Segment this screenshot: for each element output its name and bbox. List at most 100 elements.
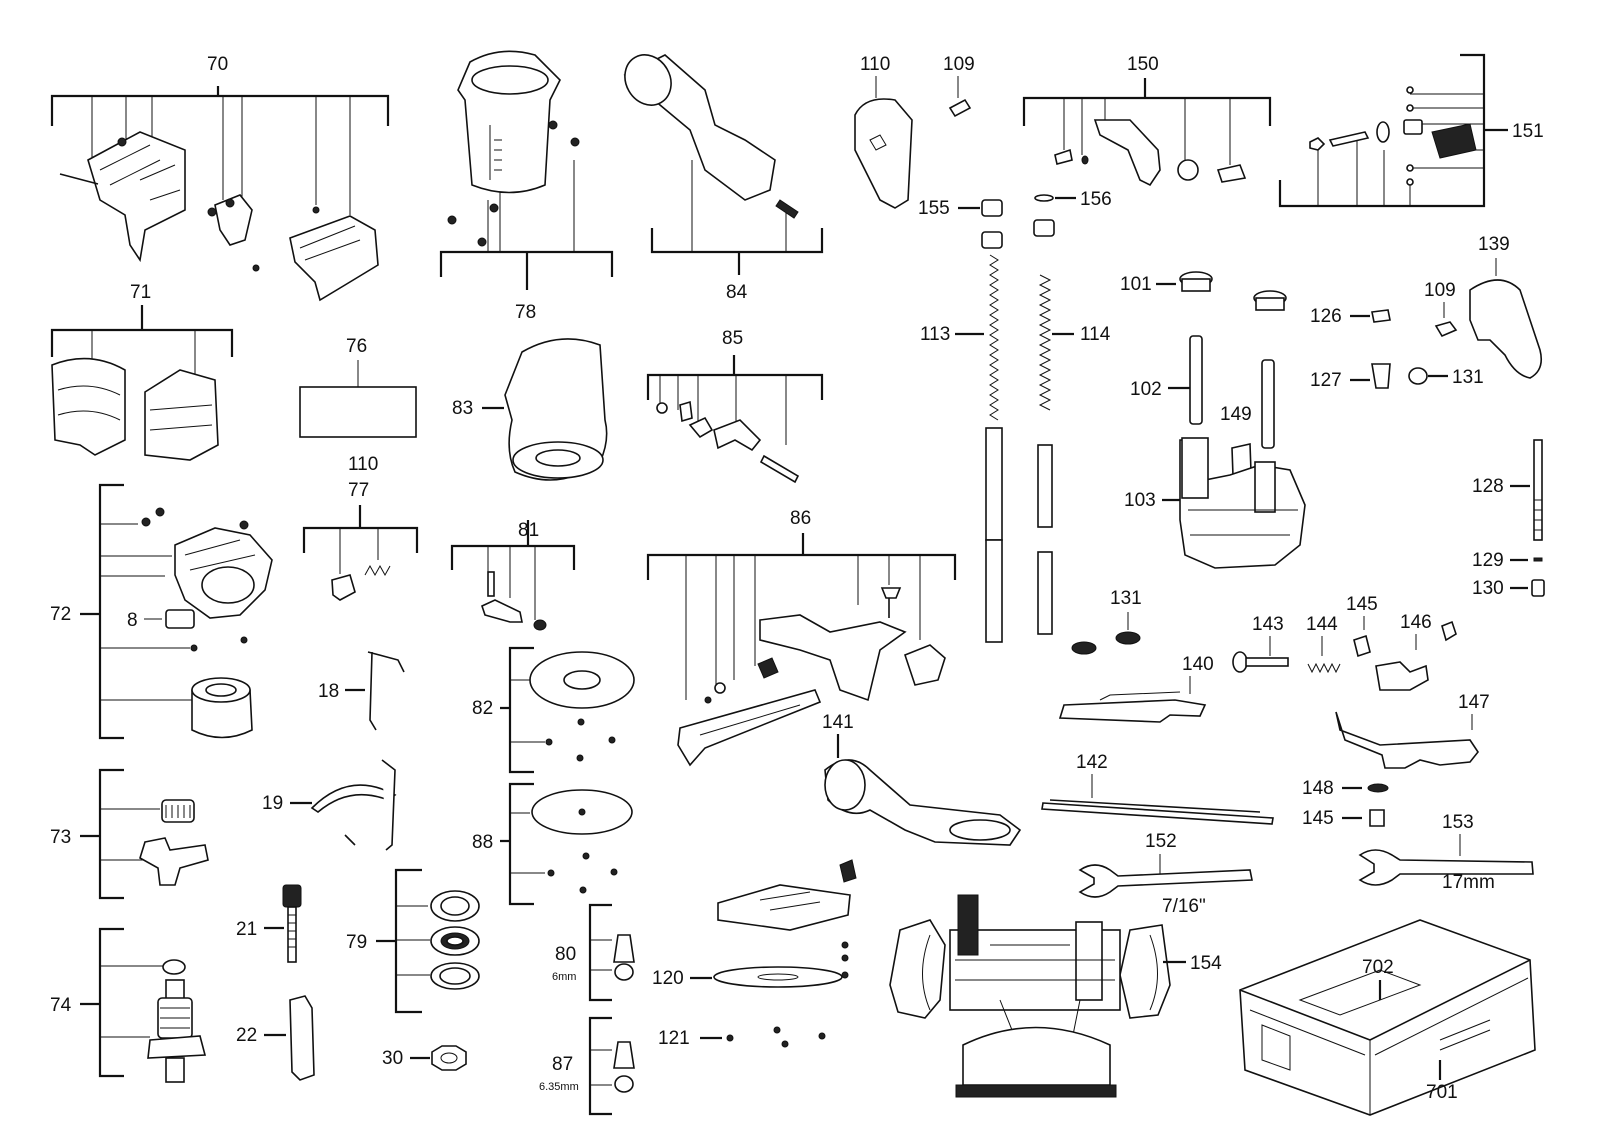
- part-153-wrench: [1358, 849, 1534, 886]
- part-30-nut: [431, 1045, 467, 1071]
- group-86: 86: [646, 508, 957, 767]
- label-80-size: 6mm: [552, 971, 576, 983]
- group-73: 73: [50, 768, 209, 900]
- part-152-wrench: [1078, 864, 1253, 898]
- label-84: 84: [726, 282, 748, 303]
- part-77-knob: [331, 574, 356, 601]
- label-149: 149: [1220, 404, 1252, 425]
- label-148: 148: [1302, 778, 1334, 799]
- group-87: 87 6.35mm: [539, 1016, 635, 1116]
- part-151-latch: [1431, 123, 1477, 159]
- part-143-bolt: [1232, 651, 1289, 673]
- label-70: 70: [207, 54, 228, 75]
- part-84-screw: [775, 199, 799, 219]
- part-70-clamp: [207, 194, 253, 246]
- group-77: 110 77: [302, 454, 419, 601]
- label-21: 21: [236, 919, 257, 940]
- part-139-handle: [1469, 279, 1543, 379]
- label-121: 121: [658, 1028, 690, 1049]
- part-101-cap-2: [1253, 290, 1287, 311]
- part-101-cap: [1179, 271, 1213, 292]
- group-70: 70: [50, 54, 390, 302]
- part-21-screw: [282, 884, 302, 963]
- label-83: 83: [452, 398, 473, 419]
- label-79: 79: [346, 932, 367, 953]
- part-18-wire-spring: [367, 651, 405, 731]
- part-701-carry-case: [1239, 919, 1536, 1116]
- part-86-edge-guide: [677, 614, 907, 767]
- label-152-size: 7/16": [1162, 896, 1206, 917]
- part-74-armature: [147, 979, 207, 1083]
- part-78-base-sleeve: [457, 50, 561, 194]
- label-71: 71: [130, 282, 151, 303]
- label-152: 152: [1145, 831, 1177, 852]
- part-110-knob-cover: [854, 98, 913, 209]
- part-80-collet: [613, 934, 635, 963]
- part-109-screw-right: [1434, 321, 1458, 338]
- group-79: 79: [346, 868, 480, 1014]
- part-113-spring: [989, 254, 999, 421]
- part-144-spring: [1307, 662, 1341, 674]
- group-72: 72 8: [50, 483, 273, 740]
- part-145-screw: [1353, 634, 1371, 658]
- part-79-bearing: [430, 890, 480, 922]
- label-87-size: 6.35mm: [539, 1081, 579, 1093]
- group-81: 81: [450, 520, 576, 631]
- label-8: 8: [127, 610, 138, 631]
- part-19-clamp-band: [310, 784, 397, 846]
- label-78: 78: [515, 302, 536, 323]
- part-22-clip: [289, 995, 315, 1081]
- label-147: 147: [1458, 692, 1490, 713]
- label-143: 143: [1252, 614, 1284, 635]
- label-150: 150: [1127, 54, 1159, 75]
- label-73: 73: [50, 827, 71, 848]
- part-114-spring: [1038, 274, 1052, 411]
- label-129: 129: [1472, 550, 1504, 571]
- group-151: 151: [1278, 53, 1544, 208]
- part-79-bearing-2: [430, 926, 480, 956]
- part-8-brush-holder: [165, 609, 195, 629]
- label-155: 155: [918, 198, 950, 219]
- part-87-collet: [613, 1041, 635, 1069]
- label-114: 114: [1080, 324, 1111, 345]
- label-141: 141: [822, 712, 854, 733]
- label-154: 154: [1190, 953, 1222, 974]
- part-127-nut: [1371, 363, 1391, 389]
- label-142: 142: [1076, 752, 1108, 773]
- part-114-rod: [1037, 444, 1053, 528]
- part-131-knob: [1071, 631, 1141, 655]
- label-131-right: 131: [1452, 367, 1484, 388]
- part-71-shell-left: [51, 357, 126, 456]
- part-155-bushing: [981, 199, 1003, 217]
- part-81-pin: [487, 571, 495, 597]
- part-142-rod: [1041, 799, 1274, 825]
- label-156: 156: [1080, 189, 1112, 210]
- part-130-cap: [1531, 579, 1545, 597]
- label-145-lower: 145: [1302, 808, 1334, 829]
- label-110-top: 110: [348, 454, 378, 475]
- part-70-housing: [59, 131, 186, 263]
- part-83-plunge-base: [504, 338, 608, 481]
- part-82-subbase: [529, 651, 635, 709]
- part-146-clamp: [1375, 661, 1429, 691]
- group-78: 78: [439, 50, 614, 323]
- part-131-nut: [1408, 367, 1428, 385]
- part-109-screw: [948, 98, 972, 118]
- part-76-label-plate: [299, 386, 417, 438]
- part-71-shell-right: [144, 369, 219, 461]
- label-72: 72: [50, 604, 71, 625]
- label-139: 139: [1478, 234, 1510, 255]
- label-140: 140: [1182, 654, 1214, 675]
- label-153-size: 17mm: [1442, 872, 1495, 893]
- part-80-nut: [614, 963, 634, 981]
- label-101: 101: [1120, 274, 1152, 295]
- part-103-motor-housing: [1179, 437, 1306, 569]
- part-120-subbase: [713, 966, 843, 988]
- label-86: 86: [790, 508, 811, 529]
- part-150-trigger: [1093, 119, 1161, 187]
- part-73-spindle-lock: [139, 837, 209, 886]
- label-120: 120: [652, 968, 684, 989]
- group-74: 74: [50, 927, 207, 1083]
- label-153: 153: [1442, 812, 1474, 833]
- part-120-base-assembly: [717, 859, 857, 931]
